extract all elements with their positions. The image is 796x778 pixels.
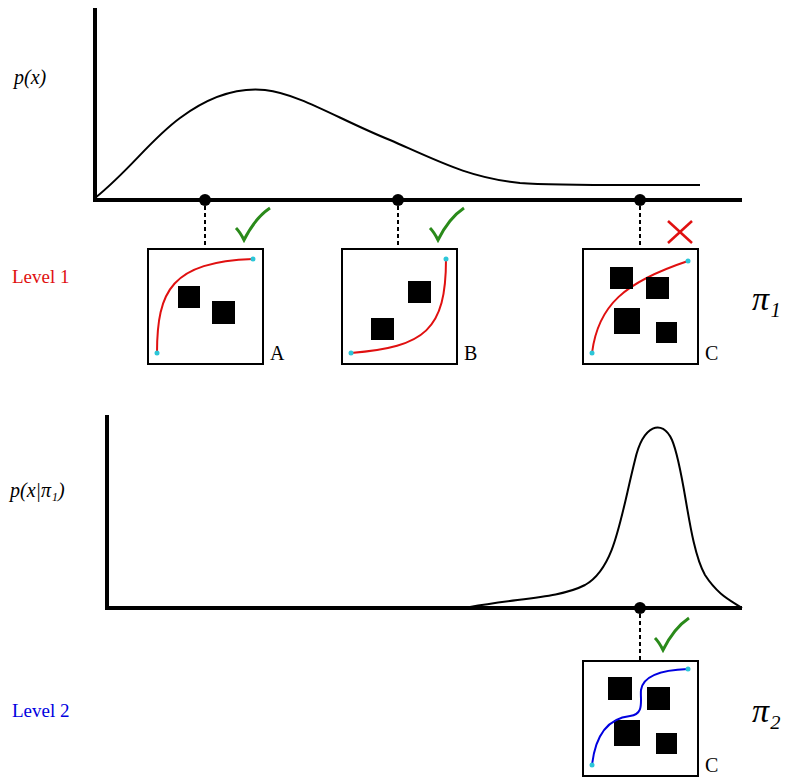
policy-symbol: π₂ [752,692,781,729]
axis-label: p(x|π₁) [10,479,65,501]
environment-box: C [582,660,699,777]
environment-box: B [341,248,458,365]
policy-symbol: π₁ [752,280,781,317]
level-label: Level 1 [12,267,70,288]
box-letter: C [705,343,718,363]
box-letter: A [270,343,284,363]
environment-box: C [582,248,699,365]
box-letter: C [705,755,718,775]
environment-box: A [147,248,264,365]
box-letter: B [464,343,477,363]
axis-label: p(x) [14,66,46,88]
level-label: Level 2 [12,701,70,722]
